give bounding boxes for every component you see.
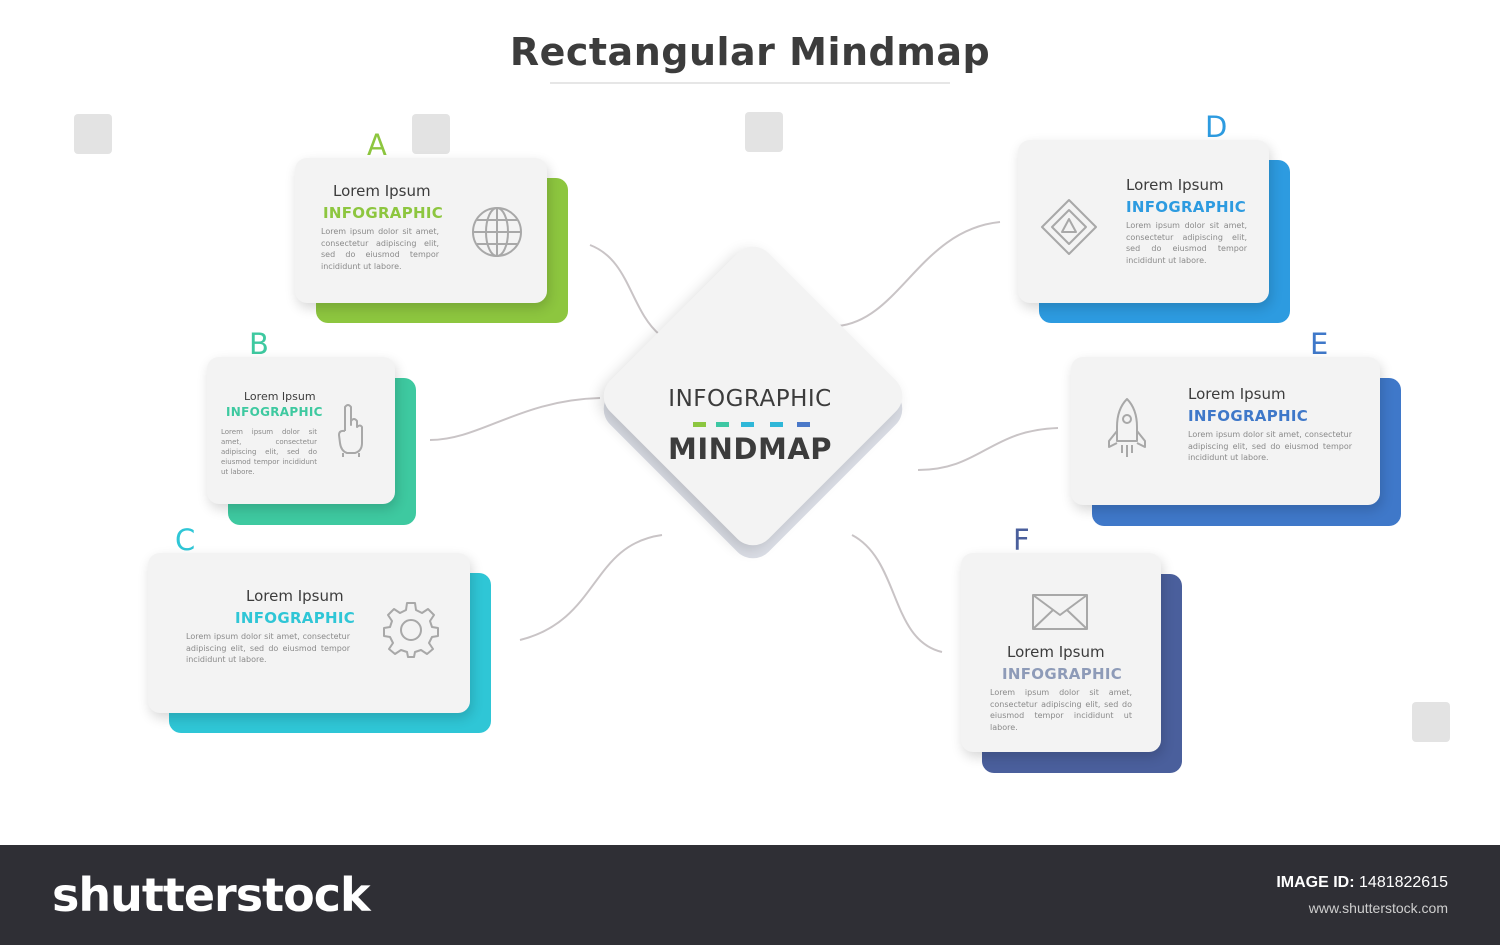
watermark-tile xyxy=(74,114,112,154)
footer-url: www.shutterstock.com xyxy=(1308,900,1448,916)
node-a-sub: INFOGRAPHIC xyxy=(323,204,444,222)
infographic-canvas: Rectangular Mindmap A Lorem Ipsum INFOGR… xyxy=(74,30,1450,773)
node-b-card: Lorem Ipsum INFOGRAPHIC Lorem ipsum dolo… xyxy=(207,357,395,504)
node-e-card: Lorem Ipsum INFOGRAPHIC Lorem ipsum dolo… xyxy=(1071,357,1380,505)
gear-icon xyxy=(383,602,439,658)
center-dash-3 xyxy=(741,422,754,427)
node-e-letter: E xyxy=(1310,327,1329,361)
node-d-card: Lorem Ipsum INFOGRAPHIC Lorem ipsum dolo… xyxy=(1018,140,1269,303)
watermark-tile xyxy=(1412,702,1450,742)
node-f-card: Lorem Ipsum INFOGRAPHIC Lorem ipsum dolo… xyxy=(961,553,1161,752)
node-a-card: Lorem Ipsum INFOGRAPHIC Lorem ipsum dolo… xyxy=(295,158,547,303)
node-f-body: Lorem ipsum dolor sit amet, consectetur … xyxy=(990,688,1132,732)
image-id-value: 1481822615 xyxy=(1359,874,1448,891)
node-b-body: Lorem ipsum dolor sit amet, consectetur … xyxy=(221,428,317,476)
node-e-sub: INFOGRAPHIC xyxy=(1188,407,1309,425)
hand-pointer-icon xyxy=(338,404,363,457)
node-a-letter: A xyxy=(367,128,387,162)
center-title-line1: INFOGRAPHIC xyxy=(668,386,832,412)
image-id-label: IMAGE ID: xyxy=(1276,874,1355,891)
connector-b xyxy=(429,397,601,441)
node-c-letter: C xyxy=(175,523,196,557)
node-d-body: Lorem ipsum dolor sit amet, consectetur … xyxy=(1126,221,1247,265)
rocket-icon xyxy=(1108,398,1146,457)
node-f-letter: F xyxy=(1013,523,1030,557)
connector-a xyxy=(589,244,661,336)
watermark-tile xyxy=(412,114,450,154)
envelope-icon xyxy=(1032,594,1088,630)
node-c-sub: INFOGRAPHIC xyxy=(235,609,356,627)
connector-c xyxy=(519,534,663,641)
center-title-line2: MINDMAP xyxy=(667,432,833,466)
connector-e xyxy=(917,427,1059,471)
center-dash-4 xyxy=(770,422,783,427)
node-c-card: Lorem Ipsum INFOGRAPHIC Lorem ipsum dolo… xyxy=(148,553,470,713)
node-d-heading: Lorem Ipsum xyxy=(1126,176,1224,194)
footer-image-id: IMAGE ID: 1481822615 xyxy=(1276,874,1448,892)
watermark-tile xyxy=(745,112,783,152)
node-b-heading: Lorem Ipsum xyxy=(244,390,316,403)
node-f-sub: INFOGRAPHIC xyxy=(1002,665,1123,683)
center-dash-1 xyxy=(693,422,706,427)
footer-logo: shutterstock xyxy=(52,868,371,922)
node-d-sub: INFOGRAPHIC xyxy=(1126,198,1247,216)
node-b-letter: B xyxy=(249,327,269,361)
node-a-heading: Lorem Ipsum xyxy=(333,182,431,200)
connector-f xyxy=(851,534,943,653)
node-a-body: Lorem ipsum dolor sit amet, consectetur … xyxy=(321,227,439,271)
node-d-letter: D xyxy=(1205,110,1228,144)
connector-d xyxy=(837,221,1001,327)
node-f-heading: Lorem Ipsum xyxy=(1007,643,1105,661)
node-e-body: Lorem ipsum dolor sit amet, consectetur … xyxy=(1188,430,1352,462)
page-title: Rectangular Mindmap xyxy=(509,30,991,74)
globe-icon xyxy=(472,207,522,257)
center-dash-2 xyxy=(716,422,729,427)
node-c-heading: Lorem Ipsum xyxy=(246,587,344,605)
node-c-body: Lorem ipsum dolor sit amet, consectetur … xyxy=(186,632,350,664)
connector-lines xyxy=(429,221,1059,653)
diamond-warning-icon xyxy=(1041,199,1097,255)
footer-bar xyxy=(0,845,1500,945)
node-b-sub: INFOGRAPHIC xyxy=(226,405,323,419)
center-dash-5 xyxy=(797,422,810,427)
title-underline xyxy=(550,82,950,84)
node-e-heading: Lorem Ipsum xyxy=(1188,385,1286,403)
